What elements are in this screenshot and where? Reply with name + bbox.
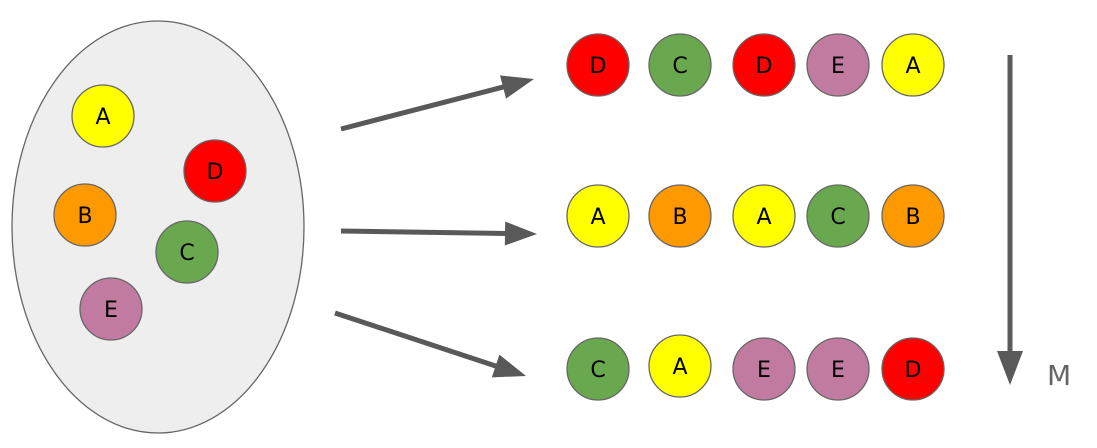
ball-label: B: [905, 205, 920, 230]
sampling-arrow-2: [340, 221, 537, 246]
ball-c-circle: [155, 220, 219, 284]
ball-e-circle: [732, 337, 796, 401]
ball-label: C: [590, 358, 605, 383]
population-balls: A D B C E: [53, 84, 247, 341]
population-ball-e: E: [79, 277, 143, 341]
ball-e-circle: [806, 337, 870, 401]
sample-rows: D C D E A A B A C B C A E E D: [566, 33, 945, 401]
sample-ball-a: A: [732, 184, 796, 248]
sample-ball-d: D: [732, 33, 796, 97]
ball-d-circle: [881, 337, 945, 401]
sample-ball-e: E: [806, 33, 870, 97]
arrowhead-icon: [504, 221, 537, 246]
population-ball-a: A: [71, 84, 135, 148]
ball-label: A: [95, 105, 110, 130]
ball-d-circle: [183, 139, 247, 203]
ball-b-circle: [881, 184, 945, 248]
sampling-arrow-1: [340, 75, 534, 132]
population-ball-b: B: [53, 183, 117, 247]
ball-a-circle: [566, 184, 630, 248]
sampling-arrow-3: [334, 310, 526, 378]
ball-label: C: [830, 205, 845, 230]
ball-label: B: [77, 204, 92, 229]
ball-a-circle: [732, 184, 796, 248]
ball-label: D: [905, 358, 922, 383]
ball-label: B: [672, 205, 687, 230]
m-axis-arrowhead-icon: [997, 351, 1023, 385]
ball-b-circle: [648, 184, 712, 248]
ball-label: E: [757, 358, 771, 383]
ball-label: A: [756, 205, 771, 230]
arrow-shaft: [334, 310, 499, 369]
ball-label: D: [590, 54, 607, 79]
ball-label: A: [905, 54, 920, 79]
sample-ball-d: D: [566, 33, 630, 97]
ball-d-circle: [732, 33, 796, 97]
ball-label: D: [207, 160, 224, 185]
sample-ball-a: A: [881, 33, 945, 97]
ball-d-circle: [566, 33, 630, 97]
ball-e-circle: [806, 33, 870, 97]
sample-ball-b: B: [648, 184, 712, 248]
sample-ball-a: A: [648, 334, 712, 398]
arrow-shaft: [340, 228, 508, 237]
m-axis: M: [997, 55, 1071, 392]
sample-ball-c: C: [648, 33, 712, 97]
ball-label: D: [756, 54, 773, 79]
ball-a-circle: [71, 84, 135, 148]
sample-ball-a: A: [566, 184, 630, 248]
ball-label: E: [104, 298, 118, 323]
ball-c-circle: [806, 184, 870, 248]
sample-ball-c: C: [806, 184, 870, 248]
sample-ball-d: D: [881, 337, 945, 401]
arrowhead-icon: [500, 75, 534, 99]
ball-label: C: [672, 54, 687, 79]
ball-a-circle: [648, 334, 712, 398]
sample-ball-b: B: [881, 184, 945, 248]
ball-c-circle: [566, 337, 630, 401]
sample-ball-e: E: [806, 337, 870, 401]
m-axis-label: M: [1047, 359, 1071, 392]
arrowhead-icon: [491, 354, 526, 378]
ball-label: E: [831, 54, 845, 79]
sample-ball-e: E: [732, 337, 796, 401]
ball-c-circle: [648, 33, 712, 97]
ball-label: C: [179, 241, 194, 266]
ball-label: A: [672, 355, 687, 380]
population-ball-c: C: [155, 220, 219, 284]
ball-a-circle: [881, 33, 945, 97]
ball-label: E: [831, 358, 845, 383]
ball-b-circle: [53, 183, 117, 247]
sampling-arrows: [334, 75, 537, 378]
sample-ball-c: C: [566, 337, 630, 401]
ball-label: A: [590, 205, 605, 230]
arrow-shaft: [340, 84, 506, 132]
ball-e-circle: [79, 277, 143, 341]
population-ball-d: D: [183, 139, 247, 203]
